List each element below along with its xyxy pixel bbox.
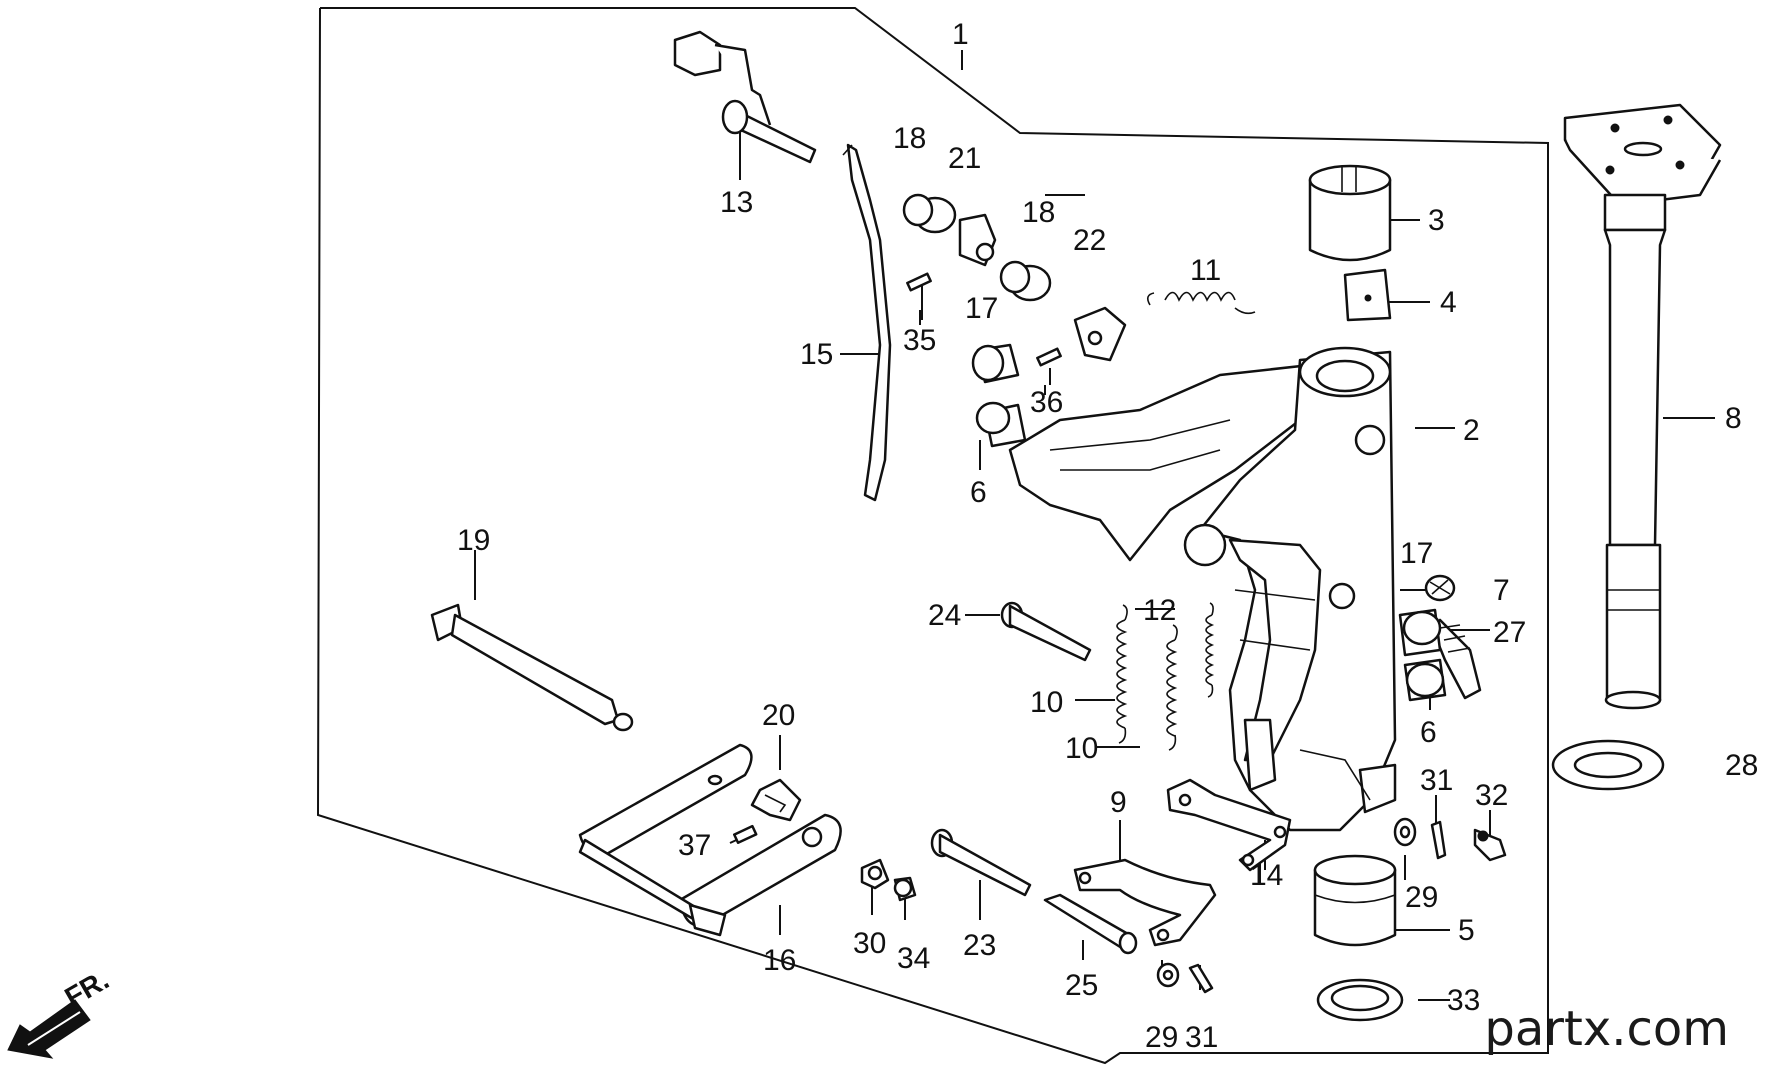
callout-6a: 6 [970, 476, 987, 509]
part-10-spring-b [1166, 624, 1178, 751]
callout-31b: 31 [1185, 1021, 1218, 1054]
part-15-rod [842, 143, 892, 502]
part-7-nut [1424, 574, 1456, 602]
part-3-sleeve [1308, 164, 1392, 262]
callout-25: 25 [1065, 969, 1098, 1002]
callout-4: 4 [1440, 286, 1457, 319]
part-36-pin [1036, 347, 1062, 367]
callout-19: 19 [457, 524, 490, 557]
part-5-sleeve [1313, 854, 1397, 947]
callout-12: 12 [1143, 594, 1176, 627]
callout-24: 24 [928, 599, 961, 632]
callout-15: 15 [800, 338, 833, 371]
part-12-spring [1205, 602, 1215, 698]
part-16-tilt-lever [578, 743, 842, 937]
callout-30: 30 [853, 927, 886, 960]
callout-7: 7 [1493, 574, 1510, 607]
part-19-long-pin [430, 603, 634, 732]
callout-9: 9 [1110, 786, 1127, 819]
front-direction-arrow: FR. [7, 964, 114, 1059]
callout-27: 27 [1493, 616, 1526, 649]
part-31-cotter-right [1430, 820, 1447, 860]
part-6-bushing-left [975, 401, 1027, 448]
part-35-pin [906, 272, 932, 292]
part-31-cotter-bottom [1188, 963, 1214, 994]
leader-lines [474, 50, 1715, 1001]
part-4-plate [1343, 268, 1392, 322]
part-32-bolt [1473, 828, 1507, 862]
callout-3: 3 [1428, 204, 1445, 237]
site-watermark: partx.com [1484, 1001, 1729, 1057]
part-6-bushing-right [1403, 658, 1447, 702]
callout-31a: 31 [1420, 764, 1453, 797]
part-17-bushing-right [1398, 608, 1442, 657]
callout-23: 23 [963, 929, 996, 962]
part-11-spring [1146, 291, 1256, 315]
callout-35: 35 [903, 324, 936, 357]
callout-37: 37 [678, 829, 711, 862]
part-18-collar-a [902, 193, 957, 234]
callout-36: 36 [1030, 386, 1063, 419]
callout-1: 1 [952, 18, 969, 51]
callout-17b: 17 [1400, 537, 1433, 570]
callout-8: 8 [1725, 402, 1742, 435]
part-10-spring-a [1116, 604, 1128, 744]
callout-10b: 10 [1065, 732, 1098, 765]
callout-13: 13 [720, 186, 753, 219]
part-20-clip [750, 778, 802, 822]
part-2-swivel-case [1008, 346, 1397, 832]
callout-14: 14 [1250, 859, 1283, 892]
callout-29a: 29 [1405, 881, 1438, 914]
part-8-steering-shaft [1563, 103, 1722, 710]
part-37-pin [732, 824, 758, 845]
callout-32: 32 [1475, 779, 1508, 812]
callout-6b: 6 [1420, 716, 1437, 749]
callout-29b: 29 [1145, 1021, 1178, 1054]
part-25-sleeve [1043, 893, 1138, 955]
callout-28: 28 [1725, 749, 1758, 782]
part-18-collar-b [999, 260, 1052, 302]
callout-5: 5 [1458, 914, 1475, 947]
part-14-bracket [1166, 778, 1292, 872]
part-29-washer-right [1393, 817, 1417, 847]
callout-18a: 18 [893, 122, 926, 155]
callout-17a: 17 [965, 292, 998, 325]
part-13-bracket-shaft [673, 30, 817, 164]
part-17-bushing-left [971, 343, 1020, 384]
part-21-clamp [958, 213, 997, 267]
part-30-washer [860, 858, 890, 890]
callout-34: 34 [897, 942, 930, 975]
callout-2: 2 [1463, 414, 1480, 447]
part-28-washer [1551, 739, 1665, 791]
part-24-pin [1000, 601, 1092, 662]
callout-33: 33 [1447, 984, 1480, 1017]
callout-labels: 1 2 3 4 5 6 6 7 8 9 10 10 11 12 13 14 15… [457, 18, 1758, 1054]
part-33-seal [1316, 978, 1404, 1022]
callout-16: 16 [763, 944, 796, 977]
assembly-outline [316, 7, 1549, 1065]
callout-20: 20 [762, 699, 795, 732]
callout-11: 11 [1190, 254, 1221, 287]
part-23-pin [930, 828, 1032, 897]
part-29-washer-bottom [1156, 962, 1180, 988]
callout-18b: 18 [1022, 196, 1055, 229]
part-9-bracket [1073, 858, 1217, 947]
callout-22: 22 [1073, 224, 1106, 257]
part-34-nut [893, 876, 917, 902]
callout-21: 21 [948, 142, 981, 175]
callout-10a: 10 [1030, 686, 1063, 719]
part-22-bracket [1073, 306, 1127, 362]
